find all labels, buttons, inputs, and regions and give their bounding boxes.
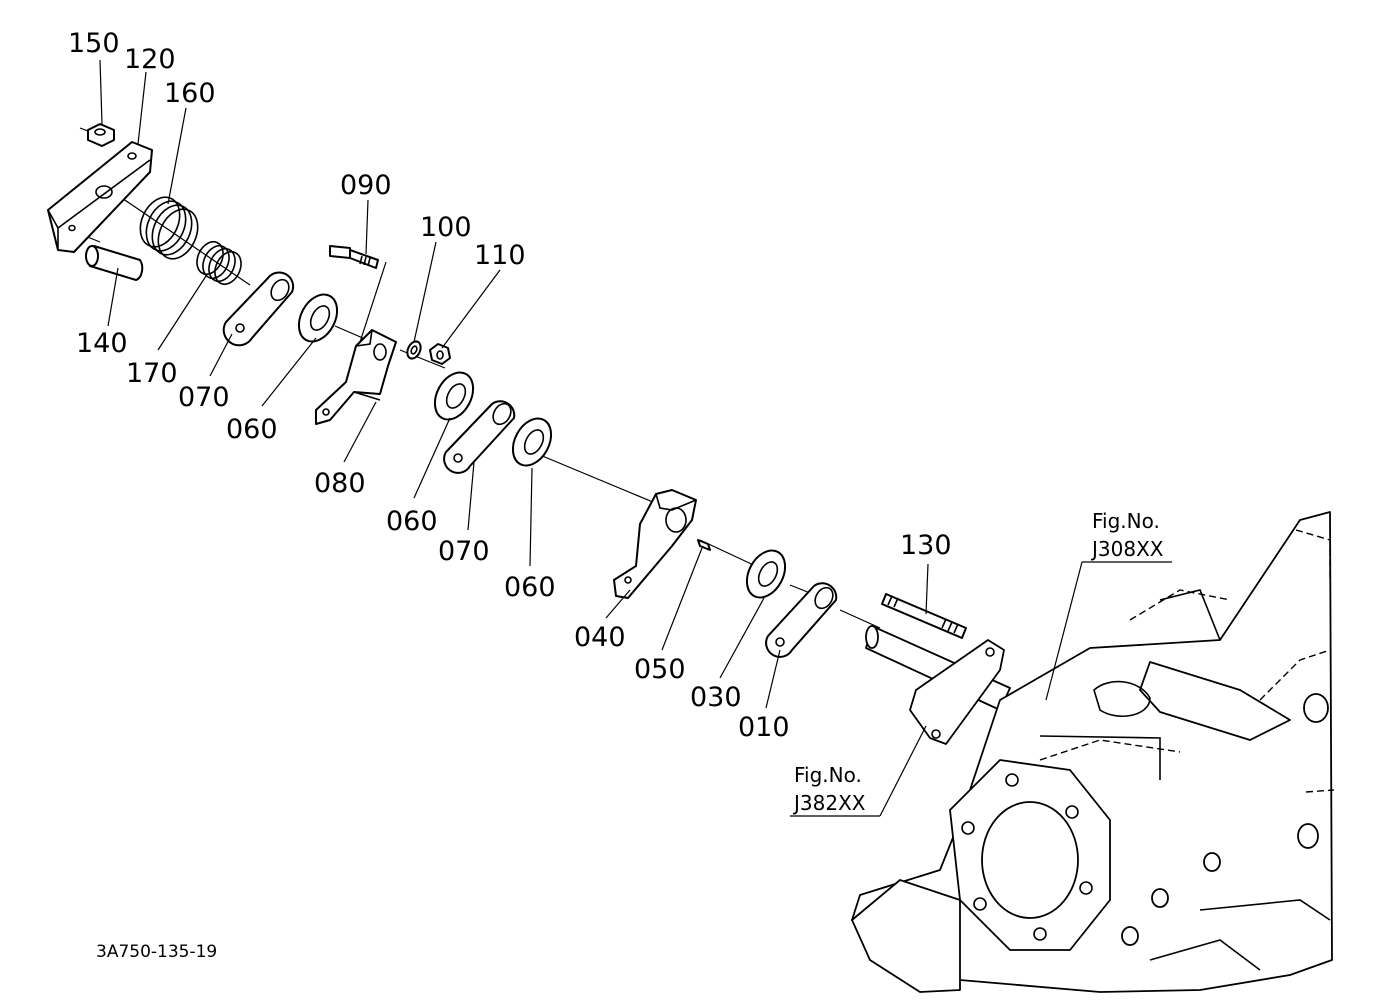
callout-030: 030 (690, 682, 742, 713)
part-110-nut[interactable] (429, 343, 451, 365)
callout-090: 090 (340, 170, 392, 201)
part-100-lock-washer[interactable] (405, 339, 423, 360)
callout-060: 060 (504, 572, 556, 603)
fig-ref-label: Fig.No. (1092, 509, 1160, 533)
callout-140: 140 (76, 328, 128, 359)
callout-labels: 150 120 160 140 170 070 060 090 100 110 … (68, 28, 952, 743)
callout-080: 080 (314, 468, 366, 499)
part-050-key[interactable] (697, 539, 711, 551)
callout-040: 040 (574, 622, 626, 653)
part-120-plate[interactable] (47, 141, 153, 253)
part-010-link[interactable] (765, 582, 838, 658)
figure-reference-j382[interactable]: Fig.No. J382XX (792, 763, 866, 815)
part-060-washer-c[interactable] (505, 412, 558, 472)
callout-050: 050 (634, 654, 686, 685)
callout-150: 150 (68, 28, 120, 59)
callout-120: 120 (124, 44, 176, 75)
transmission-housing (851, 511, 1335, 993)
part-170-small-spring[interactable] (192, 238, 246, 289)
callout-060: 060 (386, 506, 438, 537)
part-070-link-a[interactable] (222, 271, 295, 347)
callout-060: 060 (226, 414, 278, 445)
part-160-large-spring[interactable] (133, 191, 206, 265)
fig-ref-code: J382XX (792, 791, 866, 815)
diagram-code: 3A750-135-19 (96, 942, 217, 962)
part-040-lever-arm[interactable] (613, 489, 697, 599)
figure-reference-j308[interactable]: Fig.No. J308XX (1090, 509, 1164, 561)
callout-130: 130 (900, 530, 952, 561)
part-060-washer-a[interactable] (291, 288, 344, 348)
part-140-pin[interactable] (85, 245, 144, 281)
fig-ref-code: J308XX (1090, 537, 1164, 561)
part-150-nut[interactable] (87, 123, 115, 147)
callout-160: 160 (164, 78, 216, 109)
callout-070: 070 (438, 536, 490, 567)
part-030-washer[interactable] (739, 544, 792, 604)
part-130-stud-bolt[interactable] (881, 593, 967, 639)
callout-010: 010 (738, 712, 790, 743)
callout-110: 110 (474, 240, 526, 271)
leader-lines (99, 59, 1172, 817)
callout-100: 100 (420, 212, 472, 243)
part-060-washer-b[interactable] (427, 366, 480, 426)
callout-070: 070 (178, 382, 230, 413)
part-090-bolt[interactable] (329, 245, 379, 269)
part-080-lever[interactable] (315, 329, 397, 425)
callout-170: 170 (126, 358, 178, 389)
fig-ref-label: Fig.No. (794, 763, 862, 787)
part-070-link-b[interactable] (443, 400, 516, 474)
